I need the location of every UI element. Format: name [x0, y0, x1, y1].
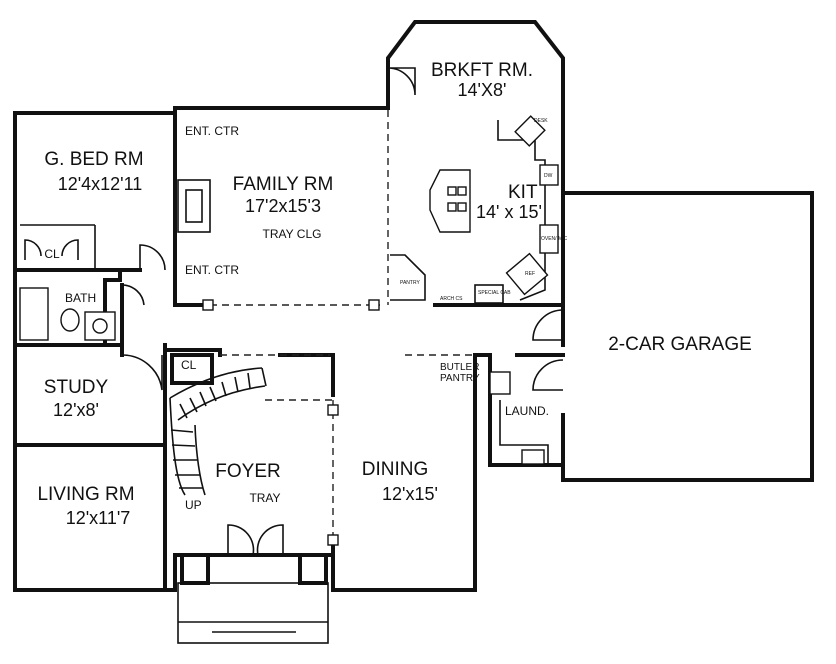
- stair-tread: [199, 391, 207, 407]
- stair-tread: [247, 372, 251, 389]
- bedroom-door: [139, 244, 166, 271]
- dishwasher: [539, 164, 559, 186]
- pantry-small-label: PANTRY: [400, 280, 420, 286]
- ref-label: REF: [525, 271, 535, 277]
- stair-rail: [169, 397, 186, 496]
- stair-tread: [221, 381, 227, 397]
- cooktop-burner: [447, 202, 457, 212]
- washer: [521, 449, 545, 465]
- up-label: UP: [185, 498, 202, 512]
- gbed-name: G. BED RM: [44, 149, 143, 170]
- cl-stair: CL: [181, 358, 197, 372]
- stair-rail: [169, 367, 263, 399]
- living-dims: 12'x11'7: [66, 508, 131, 528]
- exterior-walls: [13, 20, 814, 644]
- study-name: STUDY: [44, 377, 109, 398]
- brkft-door: [387, 67, 416, 96]
- kit-name: KIT: [508, 182, 538, 203]
- staircase: [169, 367, 267, 496]
- column: [327, 534, 339, 546]
- kitchen-island: [429, 169, 471, 233]
- closet-door: [24, 239, 42, 260]
- family-name: FAMILY RM: [233, 174, 334, 195]
- stair-tread: [209, 386, 217, 402]
- kitchen-sink: [514, 115, 546, 147]
- fireplace: [177, 179, 211, 233]
- study-door: [121, 354, 163, 391]
- bathtub: [19, 287, 49, 341]
- cl-bed: CL: [44, 247, 60, 261]
- openings: [210, 110, 475, 540]
- column: [327, 404, 339, 416]
- closet-door: [61, 239, 79, 260]
- living-name: LIVING RM: [37, 484, 134, 505]
- bath-name: BATH: [65, 291, 96, 305]
- interior-walls: [13, 106, 565, 592]
- foyer-name: FOYER: [215, 461, 280, 482]
- gbed-dims: 12'4x12'11: [58, 174, 143, 194]
- garage-name: 2-CAR GARAGE: [608, 334, 752, 355]
- front-stoop: [177, 582, 329, 644]
- refrigerator: [505, 252, 549, 296]
- exterior-wall-west: [13, 20, 565, 592]
- spec-cab-label: SPECIAL CAB: [478, 290, 511, 296]
- front-door-left: [227, 524, 255, 556]
- stair-tread: [234, 376, 239, 393]
- butler-name: BUTLER: [440, 362, 479, 373]
- column: [202, 299, 214, 311]
- stair-rail: [177, 385, 266, 421]
- garage-door: [532, 309, 564, 341]
- pantry-closet: [390, 254, 426, 301]
- cooktop-burner: [457, 202, 467, 212]
- desk-label: DESK: [534, 118, 548, 124]
- dining-name: DINING: [362, 459, 429, 480]
- butler-name2: PANTRY: [440, 373, 480, 384]
- oven-mic-label: OVEN/ MIC: [541, 236, 568, 242]
- doors: [20, 67, 564, 556]
- cooktop-burner: [447, 186, 457, 196]
- stair-landing: [261, 367, 267, 387]
- arch-cs-label: ARCH CS: [440, 296, 463, 302]
- foyer-note: TRAY: [249, 491, 280, 505]
- stair-tread: [170, 429, 194, 433]
- porch-column-left: [180, 553, 210, 585]
- porch-column-right: [298, 553, 328, 585]
- columns: [202, 299, 380, 546]
- bedroom-south-wall: [13, 268, 122, 347]
- laund-name: LAUND.: [505, 404, 549, 418]
- oven-mic: [539, 224, 559, 254]
- laund-door: [532, 359, 564, 391]
- brkft-name: BRKFT RM.: [431, 60, 533, 81]
- ent-ctr-top: ENT. CTR: [185, 124, 239, 138]
- brkft-dims: 14'X8': [458, 80, 507, 100]
- special-cabinet: [474, 284, 504, 304]
- butler-counter: [489, 371, 511, 395]
- sink: [92, 318, 108, 334]
- stair-closet: [170, 353, 214, 385]
- column: [368, 299, 380, 311]
- family-dims: 17'2x15'3: [245, 196, 321, 216]
- kit-dims: 14' x 15': [476, 202, 542, 222]
- stair-rail: [194, 424, 206, 496]
- dining-dims: 12'x15': [382, 484, 438, 504]
- cooktop-burner: [457, 186, 467, 196]
- ent-ctr-bottom: ENT. CTR: [185, 263, 239, 277]
- fireplace-firebox: [185, 189, 203, 223]
- study-dims: 12'x8': [53, 400, 99, 420]
- stair-tread: [171, 444, 196, 447]
- family-note: TRAY CLG: [263, 227, 322, 241]
- fixtures: [19, 115, 559, 496]
- bath-door: [121, 284, 145, 306]
- stair-tread: [189, 397, 198, 413]
- room-labels: BRKFT RM. 14'X8' ENT. CTR ENT. CTR G. BE…: [37, 60, 751, 528]
- kitchen-counter: [497, 120, 546, 301]
- front-door-right: [256, 524, 284, 556]
- toilet: [60, 308, 80, 332]
- dw-label: DW: [544, 173, 553, 179]
- stair-tread: [179, 403, 188, 419]
- laund-counter: [499, 400, 549, 465]
